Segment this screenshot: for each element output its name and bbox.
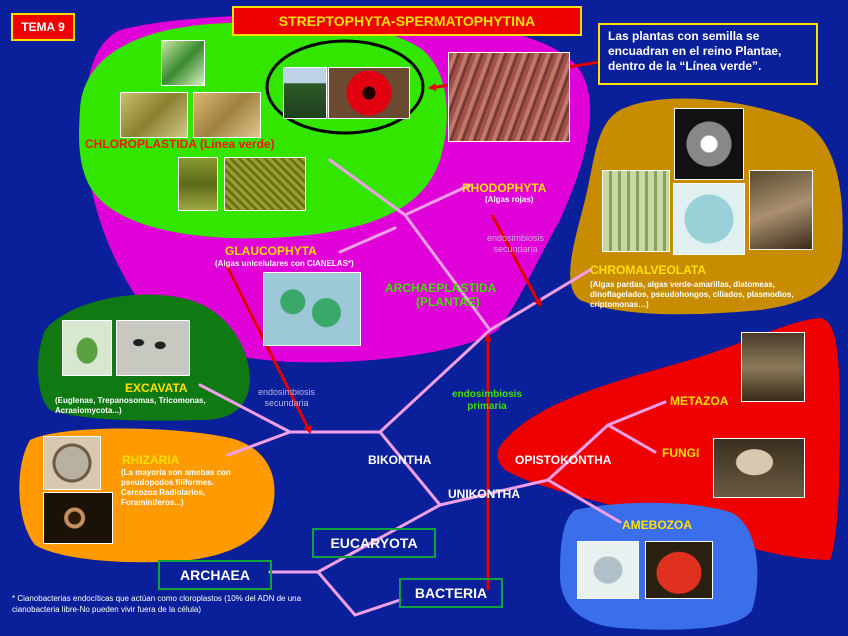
chromalveolata-sub: (Algas pardas, algas verde-amarillas, di… <box>590 280 815 310</box>
glaucophyta-photo <box>263 272 361 346</box>
info-note-box: Las plantas con semilla se encuadran en … <box>598 23 818 85</box>
endosymbiosis-secondary-left-line2: secundaria <box>258 398 315 409</box>
eucaryota-box: EUCARYOTA <box>312 528 436 558</box>
endosymbiosis-secondary-left: endosimbiosis secundaria <box>258 387 315 409</box>
metazoa-photo <box>741 332 805 402</box>
moss-photo-3 <box>178 157 218 211</box>
rhodophyta-label: RHODOPHYTA <box>462 181 546 195</box>
unikontha-label: UNIKONTHA <box>448 487 520 501</box>
ciliate-photo <box>673 183 745 255</box>
archaeplastida-label: ARCHAEPLASTIDA <box>385 281 496 295</box>
foraminifera-photo <box>43 436 101 490</box>
endosymbiosis-primary: endosimbiosis primaria <box>452 389 522 413</box>
slime-mold-photo <box>645 541 713 599</box>
rhizaria-sub: (La mayoría son amebas con pseudopodos f… <box>121 468 231 508</box>
bacteria-box: BACTERIA <box>399 578 503 608</box>
glaucophyta-sub: (Algas unicelulares con CIANELAS*) <box>215 259 354 268</box>
plasmodium-photo <box>749 170 813 250</box>
endosymbiosis-primary-line1: endosimbiosis <box>452 389 522 401</box>
diatom-photo <box>602 170 670 252</box>
endosymbiosis-secondary-left-line1: endosimbiosis <box>258 387 315 398</box>
rhodophyta-sub: (Algas rojas) <box>485 195 533 204</box>
endosymbiosis-secondary-top-line1: endosimbiosis <box>487 233 544 244</box>
archaea-label: ARCHAEA <box>180 567 250 583</box>
rhizaria-label: RHIZARIA <box>122 453 179 467</box>
endosymbiosis-secondary-top: endosimbiosis secundaria <box>487 233 544 255</box>
moss-photo-4 <box>224 157 306 211</box>
fungi-label: FUNGI <box>662 446 699 460</box>
eucaryota-label: EUCARYOTA <box>330 535 417 551</box>
bikontha-label: BIKONTHA <box>368 453 431 467</box>
fungi-photo <box>713 438 805 498</box>
header-title-text: STREPTOPHYTA-SPERMATOPHYTINA <box>279 13 535 29</box>
glaucophyta-label: GLAUCOPHYTA <box>225 244 317 258</box>
footnote: * Cianobacterias endocíticas que actúan … <box>12 593 324 615</box>
tema-badge: TEMA 9 <box>11 13 75 41</box>
excavata-sub: (Euglenas, Trepanosomas, Tricomonas, Acr… <box>55 396 240 416</box>
red-flower-photo <box>328 67 410 119</box>
acrasiomycota-photo <box>116 320 190 376</box>
endosymbiosis-secondary-top-line2: secundaria <box>487 244 544 255</box>
archaea-box: ARCHAEA <box>158 560 272 590</box>
endosymbiosis-primary-line2: primaria <box>452 401 522 413</box>
header-title: STREPTOPHYTA-SPERMATOPHYTINA <box>232 6 582 36</box>
conifer-photo <box>283 67 327 119</box>
excavata-label: EXCAVATA <box>125 381 187 395</box>
radiolaria-photo <box>43 492 113 544</box>
amoeba-photo <box>577 541 639 599</box>
green-alga-photo <box>161 40 205 86</box>
chromalveolata-label: CHROMALVEOLATA <box>590 263 706 277</box>
tema-label: TEMA 9 <box>21 20 65 34</box>
opistokontha-label: OPISTOKONTHA <box>515 453 611 467</box>
euglena-photo <box>62 320 112 376</box>
bacteria-label: BACTERIA <box>415 585 487 601</box>
amebozoa-label: AMEBOZOA <box>622 518 692 532</box>
metazoa-label: METAZOA <box>670 394 728 408</box>
moss-photo-2 <box>193 92 261 138</box>
red-alga-photo <box>448 52 570 142</box>
diatom-sem-photo <box>674 108 744 180</box>
chloroplastida-label: CHLOROPLASTIDA (Línea verde) <box>85 137 275 151</box>
plantae-label: (PLANTAE) <box>416 295 480 309</box>
moss-photo-1 <box>120 92 188 138</box>
info-note-text: Las plantas con semilla se encuadran en … <box>608 29 781 73</box>
